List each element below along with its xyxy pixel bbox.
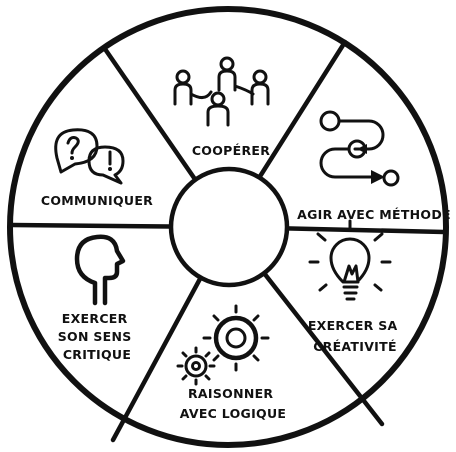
- label-agir-avec-methode: AGIR AVEC MÉTHODE: [297, 207, 451, 222]
- label-exercer-sa-creativite: EXERCER SA CRÉATIVITÉ: [308, 318, 402, 354]
- label-cooperer: COOPÉRER: [192, 143, 270, 158]
- label-exercer-son-sens-critique: EXERCER SON SENS CRITIQUE: [58, 311, 137, 362]
- label-communiquer: COMMUNIQUER: [41, 193, 153, 208]
- label-raisonner-avec-logique: RAISONNER AVEC LOGIQUE: [180, 386, 287, 421]
- speech-bubbles-icon: [54, 128, 125, 185]
- process-steps-icon: [319, 110, 400, 187]
- center-hub: [168, 166, 290, 288]
- people-circle-icon: [173, 56, 270, 127]
- gears-icon: [176, 304, 270, 386]
- lightbulb-icon: [308, 219, 392, 301]
- head-profile-icon: [74, 234, 126, 306]
